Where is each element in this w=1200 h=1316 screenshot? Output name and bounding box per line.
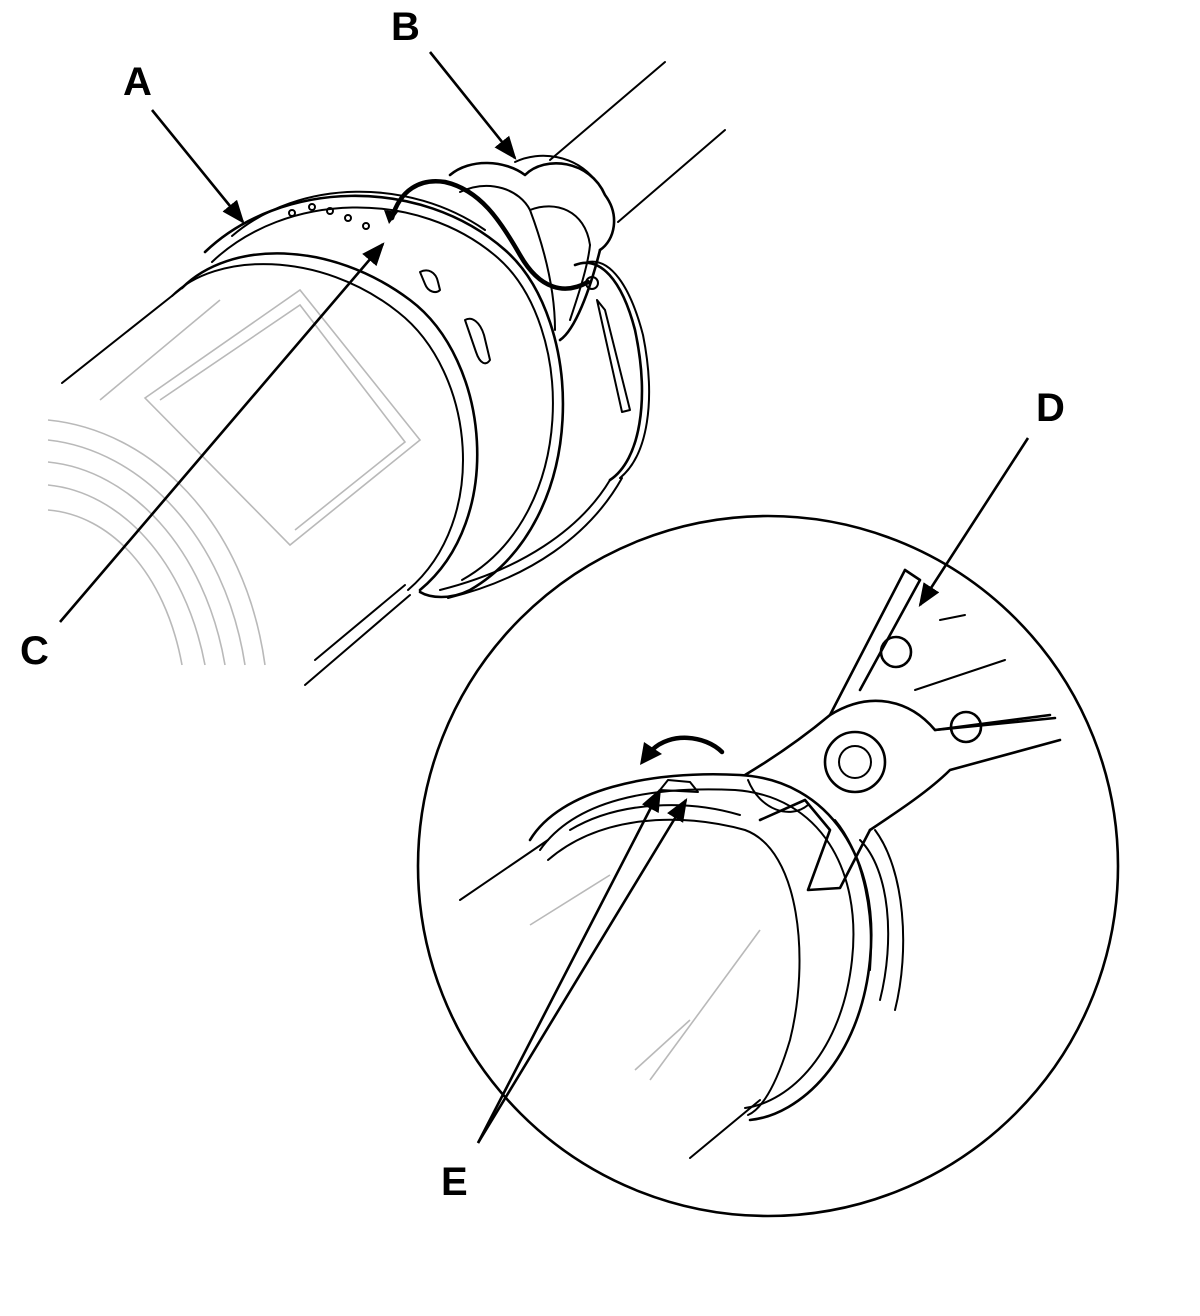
label-a: A — [123, 60, 152, 104]
leader-e-1 — [476, 787, 662, 1144]
leader-e-2 — [476, 797, 688, 1144]
inset-housing-line-1 — [459, 839, 549, 901]
pliers-tool-d — [743, 568, 1062, 892]
inset-boot-3 — [834, 819, 872, 971]
boot-b — [448, 154, 616, 342]
band-tail-arrowhead — [384, 210, 398, 224]
clip-tab — [659, 779, 699, 793]
leader-a — [150, 109, 245, 224]
driveshaft-main-view — [47, 61, 726, 686]
shaft-upper-line — [549, 61, 666, 161]
housing-bottom-edge-inner — [314, 584, 406, 661]
housing-rim-outer — [180, 252, 479, 592]
leader-d — [918, 437, 1030, 607]
pliers-jaw-tip — [747, 779, 809, 813]
shaft-lower-line — [617, 129, 726, 223]
small-band-lower — [439, 479, 611, 591]
housing-rim-inner — [171, 263, 464, 591]
label-d: D — [1036, 386, 1065, 430]
inset-grey-3 — [634, 1019, 691, 1071]
small-band-slot — [596, 299, 631, 413]
band-a-edge — [231, 190, 486, 237]
inset-boot-2 — [874, 829, 905, 1011]
band-a-inner — [211, 206, 554, 581]
small-band-outer — [573, 261, 644, 482]
inset-boot-1 — [859, 839, 890, 1001]
pliers-jaw-lower — [758, 798, 872, 892]
pliers-handle-upper-a — [828, 699, 1052, 732]
rotate-arrow-curve — [649, 735, 725, 755]
band-slot-1 — [419, 269, 441, 293]
leader-lines — [59, 51, 1030, 1144]
pliers-handle-rib — [914, 659, 1006, 691]
pliers-handle-upper-b — [858, 568, 922, 692]
housing-detail-arcs — [47, 288, 422, 666]
pliers-hole-2 — [949, 710, 983, 744]
pliers-handle-rib-2 — [939, 614, 966, 621]
inset-grey-1 — [529, 874, 611, 926]
pliers-handle-upper-c — [933, 716, 1057, 732]
label-b: B — [391, 5, 420, 49]
band-tail-pulled — [389, 179, 591, 291]
inset-ring-front — [547, 818, 801, 1116]
band-slot-2 — [464, 317, 491, 365]
pliers-pivot-inner — [838, 745, 872, 779]
rotate-arrow-head — [640, 742, 662, 765]
small-band-lower-2 — [447, 477, 623, 599]
band-a-outer — [203, 194, 565, 599]
leader-c — [59, 242, 385, 623]
band-a-holes — [288, 203, 370, 230]
housing-bottom-edge — [304, 594, 411, 686]
leader-b — [428, 51, 517, 160]
label-c: C — [20, 629, 49, 673]
label-e: E — [441, 1160, 468, 1204]
pliers-pivot-outer — [823, 730, 887, 794]
housing-top-edge — [61, 287, 183, 384]
inset-band-inner — [539, 788, 855, 1109]
inset-grey-2 — [649, 929, 761, 1081]
inset-circle — [416, 514, 1120, 1218]
pliers-jaw-upper — [743, 568, 907, 777]
detail-inset — [416, 514, 1120, 1218]
small-band-inner — [587, 260, 651, 479]
inset-ring-edge — [569, 804, 741, 831]
pliers-hole-1 — [879, 635, 913, 669]
inset-band-outer — [528, 773, 873, 1122]
inset-housing-line-2 — [689, 1099, 761, 1159]
pliers-handle-lower — [868, 738, 1062, 832]
